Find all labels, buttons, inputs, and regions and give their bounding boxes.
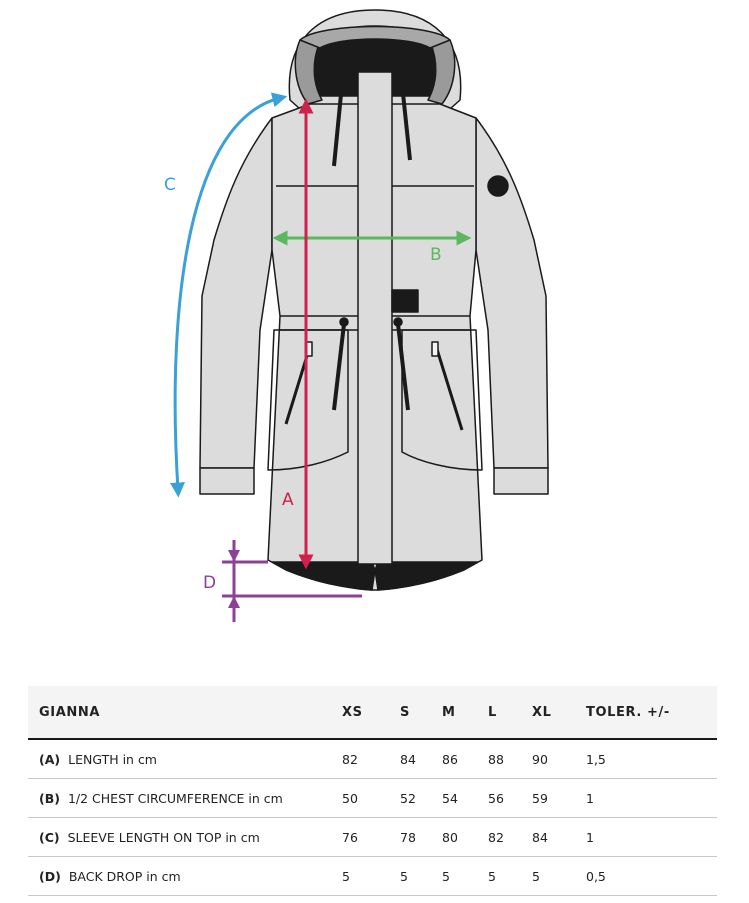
cell-xl: 90 [532, 739, 586, 779]
cell-tolerance: 1 [586, 778, 717, 818]
cell-l: 5 [488, 856, 532, 896]
table-row: (A) LENGTH in cm 82 84 86 88 90 1,5 [28, 739, 717, 779]
cell-xl: 59 [532, 778, 586, 818]
cell-m: 86 [442, 739, 488, 779]
cell-xs: 5 [342, 856, 400, 896]
cell-xs: 82 [342, 739, 400, 779]
table-header-row: GIANNA XS S M L XL TOLER. +/- [28, 686, 717, 740]
zipper-placket [357, 71, 393, 565]
row-code: (B) [39, 790, 60, 806]
table-row: (B) 1/2 CHEST CIRCUMFERENCE in cm 50 52 5… [28, 778, 717, 818]
cell-l: 56 [488, 778, 532, 818]
cell-m: 5 [442, 856, 488, 896]
cell-xl: 5 [532, 856, 586, 896]
row-code: (C) [39, 829, 60, 845]
cell-tolerance: 0,5 [586, 856, 717, 896]
table-row: (C) SLEEVE LENGTH ON TOP in cm 76 78 80 8… [28, 817, 717, 857]
left-cuff [199, 467, 255, 495]
right-pocket [401, 329, 483, 471]
cell-s: 78 [400, 817, 442, 857]
jacket-diagram: C B A D [164, 9, 549, 622]
cell-s: 84 [400, 739, 442, 779]
header-xl: XL [532, 686, 586, 740]
cell-s: 52 [400, 778, 442, 818]
header-s: S [400, 686, 442, 740]
measure-c-arrow [170, 92, 288, 498]
cell-xs: 76 [342, 817, 400, 857]
fur-trim-right [427, 39, 456, 105]
cell-l: 82 [488, 817, 532, 857]
label-patch [391, 289, 419, 313]
cell-tolerance: 1,5 [586, 739, 717, 779]
right-sleeve [475, 117, 549, 469]
cell-s: 5 [400, 856, 442, 896]
right-cuff [493, 467, 549, 495]
sleeve-badge [487, 175, 509, 197]
cell-m: 54 [442, 778, 488, 818]
row-name: BACK DROP in cm [68, 868, 181, 884]
hem-lining [271, 561, 479, 591]
size-table: GIANNA XS S M L XL TOLER. +/- (A) LENGTH … [28, 686, 717, 896]
table-row: (D) BACK DROP in cm 5 5 5 5 5 0,5 [28, 856, 717, 896]
row-name: LENGTH in cm [68, 751, 157, 767]
header-xs: XS [342, 686, 400, 740]
header-model: GIANNA [28, 686, 342, 740]
row-name: 1/2 CHEST CIRCUMFERENCE in cm [67, 790, 283, 806]
label-c: C [164, 175, 176, 195]
row-label: (A) LENGTH in cm [28, 739, 342, 779]
jacket-drawing [199, 9, 549, 591]
fur-trim-top [299, 25, 451, 49]
row-code: (A) [39, 751, 61, 767]
fur-trim-left [294, 39, 323, 105]
header-m: M [442, 686, 488, 740]
row-name: SLEEVE LENGTH ON TOP in cm [67, 829, 260, 845]
cell-xs: 50 [342, 778, 400, 818]
row-code: (D) [39, 868, 61, 884]
row-label: (D) BACK DROP in cm [28, 856, 342, 896]
cell-xl: 84 [532, 817, 586, 857]
cell-tolerance: 1 [586, 817, 717, 857]
header-tolerance: TOLER. +/- [586, 686, 717, 740]
label-b: B [430, 245, 442, 265]
label-a: A [282, 490, 294, 510]
cell-m: 80 [442, 817, 488, 857]
row-label: (C) SLEEVE LENGTH ON TOP in cm [28, 817, 342, 857]
header-l: L [488, 686, 532, 740]
cell-l: 88 [488, 739, 532, 779]
label-d: D [203, 573, 216, 593]
row-label: (B) 1/2 CHEST CIRCUMFERENCE in cm [28, 778, 342, 818]
